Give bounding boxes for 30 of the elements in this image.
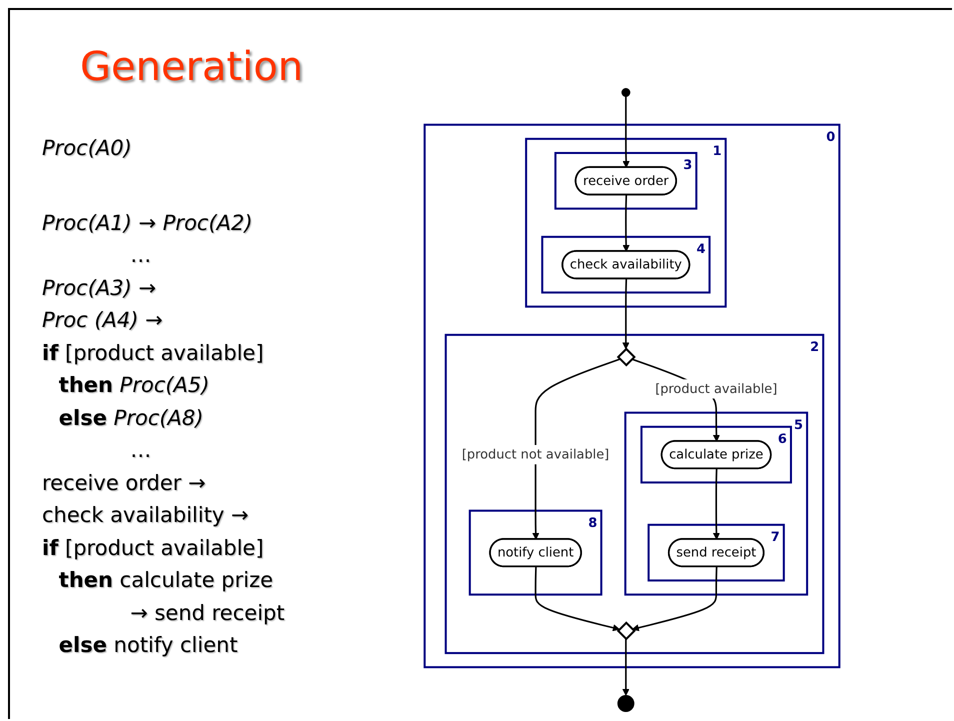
pseudo-code-line: … xyxy=(130,242,152,269)
pseudo-code-line: then calculate prize xyxy=(58,567,274,594)
pseudo-code-line: else notify client xyxy=(58,632,238,659)
pseudo-code-line: Proc(A0) xyxy=(42,135,132,162)
pseudo-code-line: … xyxy=(130,437,152,464)
slide-title: Generation xyxy=(80,44,304,90)
pseudo-code-line: else Proc(A8) xyxy=(58,404,204,432)
arrow xyxy=(532,358,620,540)
pseudo-code-line: check availability → xyxy=(42,502,249,529)
pseudo-code-line: Proc(A3) → xyxy=(42,274,156,302)
pseudo-code-line: Proc(A1) → Proc(A2) xyxy=(42,210,253,236)
pseudo-code-line: if [product available] xyxy=(42,534,264,562)
pseudo-code-line: then Proc(A5) xyxy=(58,372,210,399)
arrow xyxy=(622,638,630,696)
pseudo-code-line: receive order → xyxy=(42,470,206,496)
arrow xyxy=(712,468,720,540)
pseudo-code-line: Proc (A4) → xyxy=(42,307,163,334)
arrow xyxy=(632,566,718,632)
edge-label: [product available] xyxy=(655,380,778,396)
edge-label: [product not available] xyxy=(462,446,610,462)
node-bullseye xyxy=(617,695,634,712)
pseudo-code-line: → send receipt xyxy=(130,600,285,626)
node-diamond xyxy=(616,348,636,367)
arrow xyxy=(622,96,630,168)
node-diamond xyxy=(616,621,636,640)
pseudo-code-line: if [product available] xyxy=(42,340,264,366)
arrow xyxy=(622,278,630,350)
arrow xyxy=(534,566,620,632)
arrow xyxy=(622,194,630,252)
node-circle xyxy=(621,88,630,97)
